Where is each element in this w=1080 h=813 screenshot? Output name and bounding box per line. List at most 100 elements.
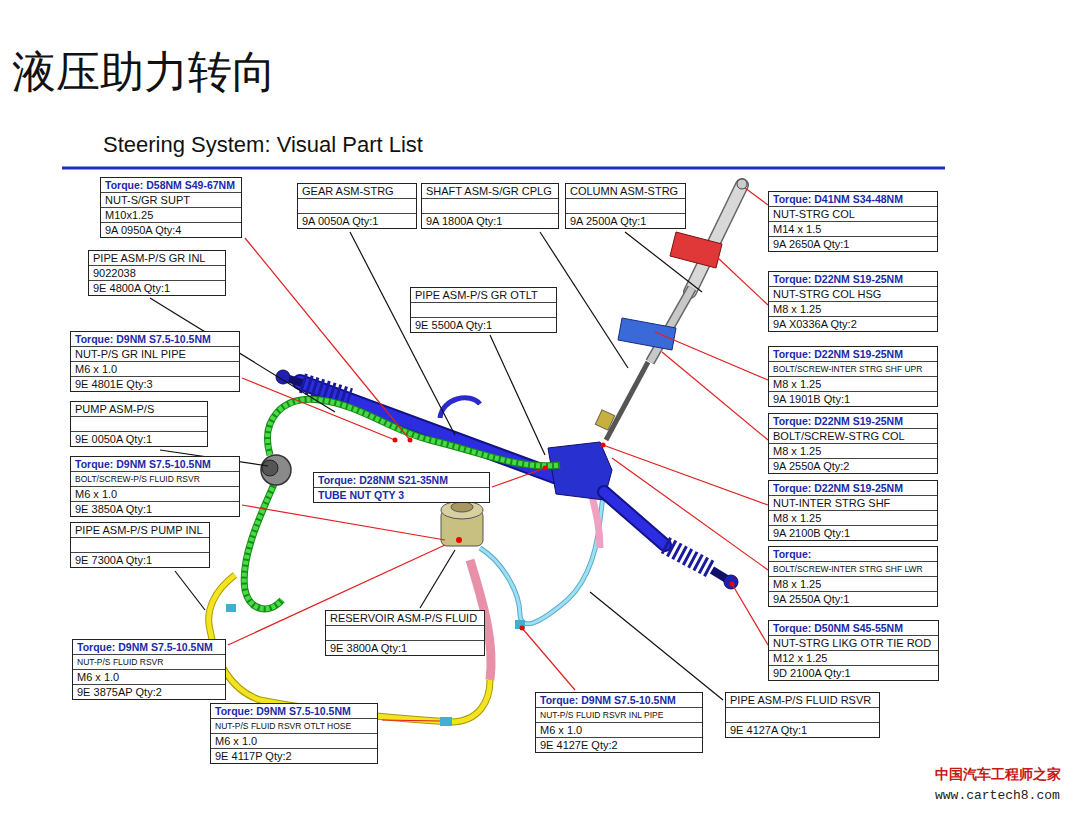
- part-callout-box: Torque: D9NM S7.5-10.5NM BOLT/SCREW-P/S F…: [70, 456, 240, 517]
- part-text: BOLT/SCREW-STRG COL: [773, 430, 905, 442]
- torque-spec: Torque:: [773, 548, 811, 560]
- callout-row: PIPE ASM-P/S GR OTLT: [411, 288, 556, 303]
- part-text: M8 x 1.25: [773, 445, 821, 457]
- callout-row: 9A X0336A Qty:2: [769, 317, 937, 331]
- callout-row: M8 x 1.25: [769, 444, 937, 459]
- blank-row: [411, 303, 556, 318]
- reservoir-inlet-pipe: [480, 480, 605, 624]
- rack-tube: [604, 492, 665, 545]
- callout-row: M8 x 1.25: [769, 302, 937, 317]
- part-text: PUMP ASM-P/S: [75, 403, 154, 415]
- callout-row: BOLT/SCREW-P/S FLUID RSVR: [71, 472, 239, 487]
- callout-row: Torque: D9NM S7.5-10.5NM: [71, 332, 239, 347]
- intermediate-shaft: [606, 362, 648, 440]
- torque-spec: Torque: D9NM S7.5-10.5NM: [75, 458, 211, 470]
- callout-row: 9A 0050A Qty:1: [298, 214, 416, 228]
- part-text: PIPE ASM-P/S FLUID RSVR: [730, 694, 871, 706]
- part-callout-box: PIPE ASM-P/S PUMP INL9E 7300A Qty:1: [70, 522, 210, 568]
- callout-row: NUT-STRG LIKG OTR TIE ROD: [769, 636, 938, 651]
- part-text: 9A 2550A Qty:1: [773, 593, 849, 605]
- part-text: 9A 2550A Qty:2: [773, 460, 849, 472]
- callout-row: M6 x 1.0: [71, 487, 239, 502]
- part-text: M6 x 1.0: [540, 724, 582, 736]
- torque-spec: Torque: D9NM S7.5-10.5NM: [75, 333, 211, 345]
- part-text: M12 x 1.25: [773, 652, 827, 664]
- callout-row: PIPE ASM-P/S GR INL: [89, 251, 225, 266]
- part-callout-box: Torque: BOLT/SCREW-INTER STRG SHF LWRM8 x…: [768, 546, 938, 607]
- part-text: NUT-P/S FLUID RSVR INL PIPE: [540, 710, 663, 720]
- part-text: COLUMN ASM-STRG: [570, 185, 678, 197]
- callout-row: M12 x 1.25: [769, 651, 938, 666]
- part-text: NUT-S/GR SUPT: [105, 194, 190, 206]
- part-text: 9022038: [93, 267, 136, 279]
- part-callout-box: Torque: D9NM S7.5-10.5NM NUT-P/S FLUID RS…: [72, 639, 226, 700]
- part-text: 9D 2100A Qty:1: [773, 667, 851, 679]
- part-text: BOLT/SCREW-P/S FLUID RSVR: [75, 474, 200, 484]
- part-text: 9A 0050A Qty:1: [302, 215, 378, 227]
- hose-clamp: [440, 717, 452, 726]
- title-rule: [62, 167, 945, 170]
- part-callout-box: Torque: D28NM S21-35NMTUBE NUT QTY 3: [313, 472, 490, 503]
- callout-row: M8 x 1.25: [769, 577, 937, 592]
- part-text: 9E 4127E Qty:2: [540, 739, 618, 751]
- blank-row: [71, 417, 207, 432]
- part-callout-box: RESERVOIR ASM-P/S FLUID 9E 3800A Qty:1: [325, 610, 485, 656]
- callout-row: 9A 2550A Qty:1: [769, 592, 937, 606]
- part-text: M10x1.25: [105, 209, 153, 221]
- callout-row: RESERVOIR ASM-P/S FLUID: [326, 611, 484, 626]
- callout-row: M6 x 1.0: [211, 734, 377, 749]
- part-text: M6 x 1.0: [75, 488, 117, 500]
- part-text: GEAR ASM-STRG: [302, 185, 394, 197]
- callout-row: PIPE ASM-P/S FLUID RSVR: [726, 693, 879, 708]
- part-text: M8 x 1.25: [773, 378, 821, 390]
- part-text: 9A 2500A Qty:1: [570, 215, 646, 227]
- callout-row: NUT-P/S FLUID RSVR: [73, 655, 225, 670]
- torque-spec: Torque: D41NM S34-48NM: [773, 193, 903, 205]
- callout-row: BOLT/SCREW-INTER STRG SHF UPR: [769, 362, 937, 377]
- torque-spec: Torque: D9NM S7.5-10.5NM: [77, 641, 213, 653]
- part-callout-box: PUMP ASM-P/S 9E 0050A Qty:1: [70, 401, 208, 447]
- pump-pulley: [262, 460, 278, 476]
- part-callout-box: Torque: D9NM S7.5-10.5NM NUT-P/S GR INL P…: [70, 331, 240, 392]
- callout-row: Torque: D9NM S7.5-10.5NM: [71, 457, 239, 472]
- part-text: 9E 4800A Qty:1: [93, 282, 170, 294]
- part-text: SHAFT ASM-S/GR CPLG: [426, 185, 552, 197]
- callout-row: 9E 7300A Qty:1: [71, 553, 209, 567]
- part-callout-box: Torque: D22NM S19-25NMNUT-STRG COL HSGM8…: [768, 271, 938, 332]
- callout-row: 9E 4117P Qty:2: [211, 749, 377, 763]
- part-text: M8 x 1.25: [773, 512, 821, 524]
- callout-row: Torque: D9NM S7.5-10.5NM: [536, 693, 702, 708]
- part-callout-box: Torque: D22NM S19-25NMBOLT/SCREW-INTER S…: [768, 346, 938, 407]
- part-text: 9A X0336A Qty:2: [773, 318, 857, 330]
- part-text: PIPE ASM-P/S GR INL: [93, 252, 205, 264]
- callout-row: Torque: D50NM S45-55NM: [769, 621, 938, 636]
- reservoir-inlet-pipe: [480, 480, 605, 624]
- watermark: 中国汽车工程师之家: [935, 766, 1061, 784]
- callout-row: 9E 0050A Qty:1: [71, 432, 207, 446]
- torque-spec: TUBE NUT QTY 3: [318, 489, 404, 501]
- callout-row: Torque: D9NM S7.5-10.5NM: [73, 640, 225, 655]
- torque-spec: Torque: D22NM S19-25NM: [773, 415, 903, 427]
- torque-spec: Torque: D50NM S45-55NM: [773, 622, 903, 634]
- callout-row: 9A 2550A Qty:2: [769, 459, 937, 473]
- supply-hose: [209, 575, 490, 722]
- callout-row: BOLT/SCREW-INTER STRG SHF LWR: [769, 562, 937, 577]
- part-text: NUT-P/S GR INL PIPE: [75, 348, 186, 360]
- part-text: 9E 5500A Qty:1: [415, 319, 492, 331]
- callout-row: 9E 3850A Qty:1: [71, 502, 239, 516]
- part-text: 9A 2100B Qty:1: [773, 527, 850, 539]
- hose-clamp: [226, 604, 236, 612]
- part-callout-box: GEAR ASM-STRG 9A 0050A Qty:1: [297, 183, 417, 229]
- callout-row: Torque: D22NM S19-25NM: [769, 414, 937, 429]
- callout-row: 9A 1800A Qty:1: [422, 214, 558, 228]
- page-title: 液压助力转向: [12, 50, 276, 94]
- part-text: 9A 1901B Qty:1: [773, 393, 850, 405]
- part-text: BOLT/SCREW-INTER STRG SHF UPR: [773, 364, 922, 374]
- part-text: 9E 7300A Qty:1: [75, 554, 152, 566]
- blank-row: [298, 199, 416, 214]
- callout-row: 9E 3800A Qty:1: [326, 641, 484, 655]
- part-text: NUT-P/S FLUID RSVR OTLT HOSE: [215, 721, 351, 731]
- callout-row: NUT-P/S GR INL PIPE: [71, 347, 239, 362]
- callout-row: 9A 2500A Qty:1: [566, 214, 685, 228]
- fastener-dots: [393, 438, 735, 631]
